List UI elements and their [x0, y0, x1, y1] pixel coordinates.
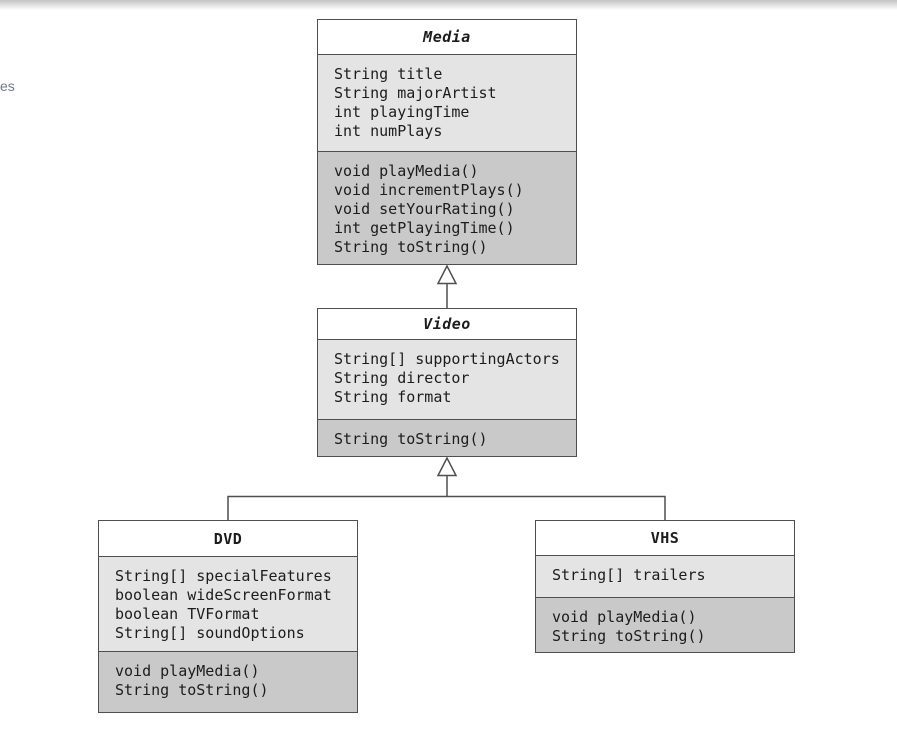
- attribute-line: String format: [334, 388, 452, 406]
- inheritance-triangle-icon: [436, 456, 458, 477]
- class-name: VHS: [650, 529, 680, 547]
- class-name: Media: [423, 28, 471, 46]
- class-name: Video: [423, 315, 471, 333]
- inheritance-connector-video-to-media: [436, 264, 458, 308]
- method-line: void playMedia(): [552, 608, 697, 626]
- attribute-line: String majorArtist: [334, 84, 497, 102]
- class-methods: String toString(): [318, 419, 576, 456]
- class-box-vhs: VHS String[] trailers void playMedia() S…: [535, 520, 795, 653]
- class-box-dvd: DVD String[] specialFeatures boolean wid…: [98, 520, 358, 713]
- method-line: int getPlayingTime(): [334, 219, 515, 237]
- class-title: DVD: [99, 521, 357, 556]
- class-attributes: String title String majorArtist int play…: [318, 54, 576, 151]
- method-line: void playMedia(): [115, 662, 260, 680]
- method-line: void playMedia(): [334, 162, 479, 180]
- attribute-line: String[] supportingActors: [334, 350, 560, 368]
- class-methods: void playMedia() String toString(): [99, 651, 357, 712]
- attribute-line: boolean TVFormat: [115, 605, 260, 623]
- inheritance-connector-children-to-video: [227, 456, 666, 520]
- attribute-line: String director: [334, 369, 470, 387]
- method-line: void incrementPlays(): [334, 181, 524, 199]
- inheritance-triangle-icon: [436, 264, 458, 285]
- attribute-line: String[] soundOptions: [115, 624, 305, 642]
- method-line: String toString(): [552, 627, 706, 645]
- attribute-line: String title: [334, 65, 443, 83]
- class-title: Media: [318, 20, 576, 54]
- class-methods: void playMedia() String toString(): [536, 597, 794, 652]
- class-title: Video: [318, 309, 576, 339]
- class-attributes: String[] specialFeatures boolean wideScr…: [99, 556, 357, 651]
- attribute-line: String[] trailers: [552, 566, 706, 584]
- method-line: void setYourRating(): [334, 200, 515, 218]
- attribute-line: boolean wideScreenFormat: [115, 586, 332, 604]
- class-name: DVD: [213, 529, 243, 548]
- method-line: String toString(): [115, 681, 269, 699]
- attribute-line: String[] specialFeatures: [115, 567, 332, 585]
- class-methods: void playMedia() void incrementPlays() v…: [318, 151, 576, 264]
- top-edge-shadow: [0, 0, 897, 10]
- attribute-line: int numPlays: [334, 122, 443, 140]
- class-box-video: Video String[] supportingActors String d…: [317, 308, 577, 457]
- attribute-line: int playingTime: [334, 103, 470, 121]
- class-title: VHS: [536, 521, 794, 555]
- class-box-media: Media String title String majorArtist in…: [317, 19, 577, 265]
- method-line: String toString(): [334, 238, 488, 256]
- class-attributes: String[] supportingActors String directo…: [318, 339, 576, 419]
- left-edge-cutoff-text: es: [0, 78, 15, 94]
- method-line: String toString(): [334, 430, 488, 448]
- class-attributes: String[] trailers: [536, 555, 794, 597]
